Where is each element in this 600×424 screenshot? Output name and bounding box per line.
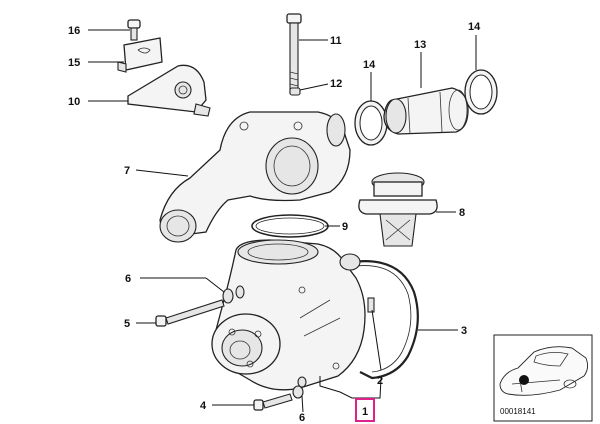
part-5-bolt [155, 299, 225, 327]
callout-8: 8 [459, 207, 465, 219]
part-15-bracket [117, 37, 163, 73]
water-pump-body [211, 239, 375, 391]
callout-4: 4 [200, 400, 207, 412]
car-icon [499, 346, 589, 396]
part-14-ring-left [354, 100, 388, 146]
callout-14-left: 14 [363, 59, 376, 71]
leader-lines [88, 29, 477, 413]
callout-11: 11 [330, 35, 342, 47]
callout-7: 7 [124, 165, 130, 177]
callout-1: 1 [362, 406, 368, 418]
callout-14-right: 14 [468, 21, 481, 33]
callout-6-bottom: 6 [299, 412, 305, 424]
part-10-bracket [127, 64, 211, 117]
inset-code: 00018141 [500, 407, 536, 416]
callout-16: 16 [68, 25, 80, 37]
callout-13: 13 [414, 39, 426, 51]
part-9-gasket [251, 214, 329, 238]
callout-labels: 16 15 10 11 12 13 14 14 7 9 8 6 5 3 2 4 … [68, 21, 481, 424]
callout-2: 2 [377, 375, 383, 387]
part-16-bolt [127, 19, 141, 41]
callout-5: 5 [124, 318, 130, 330]
callout-9: 9 [342, 221, 348, 233]
part-3-gasket [351, 260, 419, 380]
callout-12: 12 [330, 78, 342, 90]
callout-6-top: 6 [125, 273, 131, 285]
part-6-washer-top [222, 285, 245, 304]
part-6-washer-bottom [292, 376, 307, 399]
part-11-long-bolt [286, 13, 302, 94]
callout-10: 10 [68, 96, 80, 108]
part-4-bolt [253, 393, 293, 411]
part-13-pipe [383, 87, 469, 135]
callout-3: 3 [461, 325, 467, 337]
callout-15: 15 [68, 57, 80, 69]
part-7-housing [159, 111, 351, 243]
part-14-ring-right [464, 69, 498, 115]
highlight-box [355, 398, 375, 422]
part-8-thermostat [358, 172, 438, 247]
inset-panel: 00018141 [493, 334, 593, 422]
part-12-nut [289, 87, 301, 96]
